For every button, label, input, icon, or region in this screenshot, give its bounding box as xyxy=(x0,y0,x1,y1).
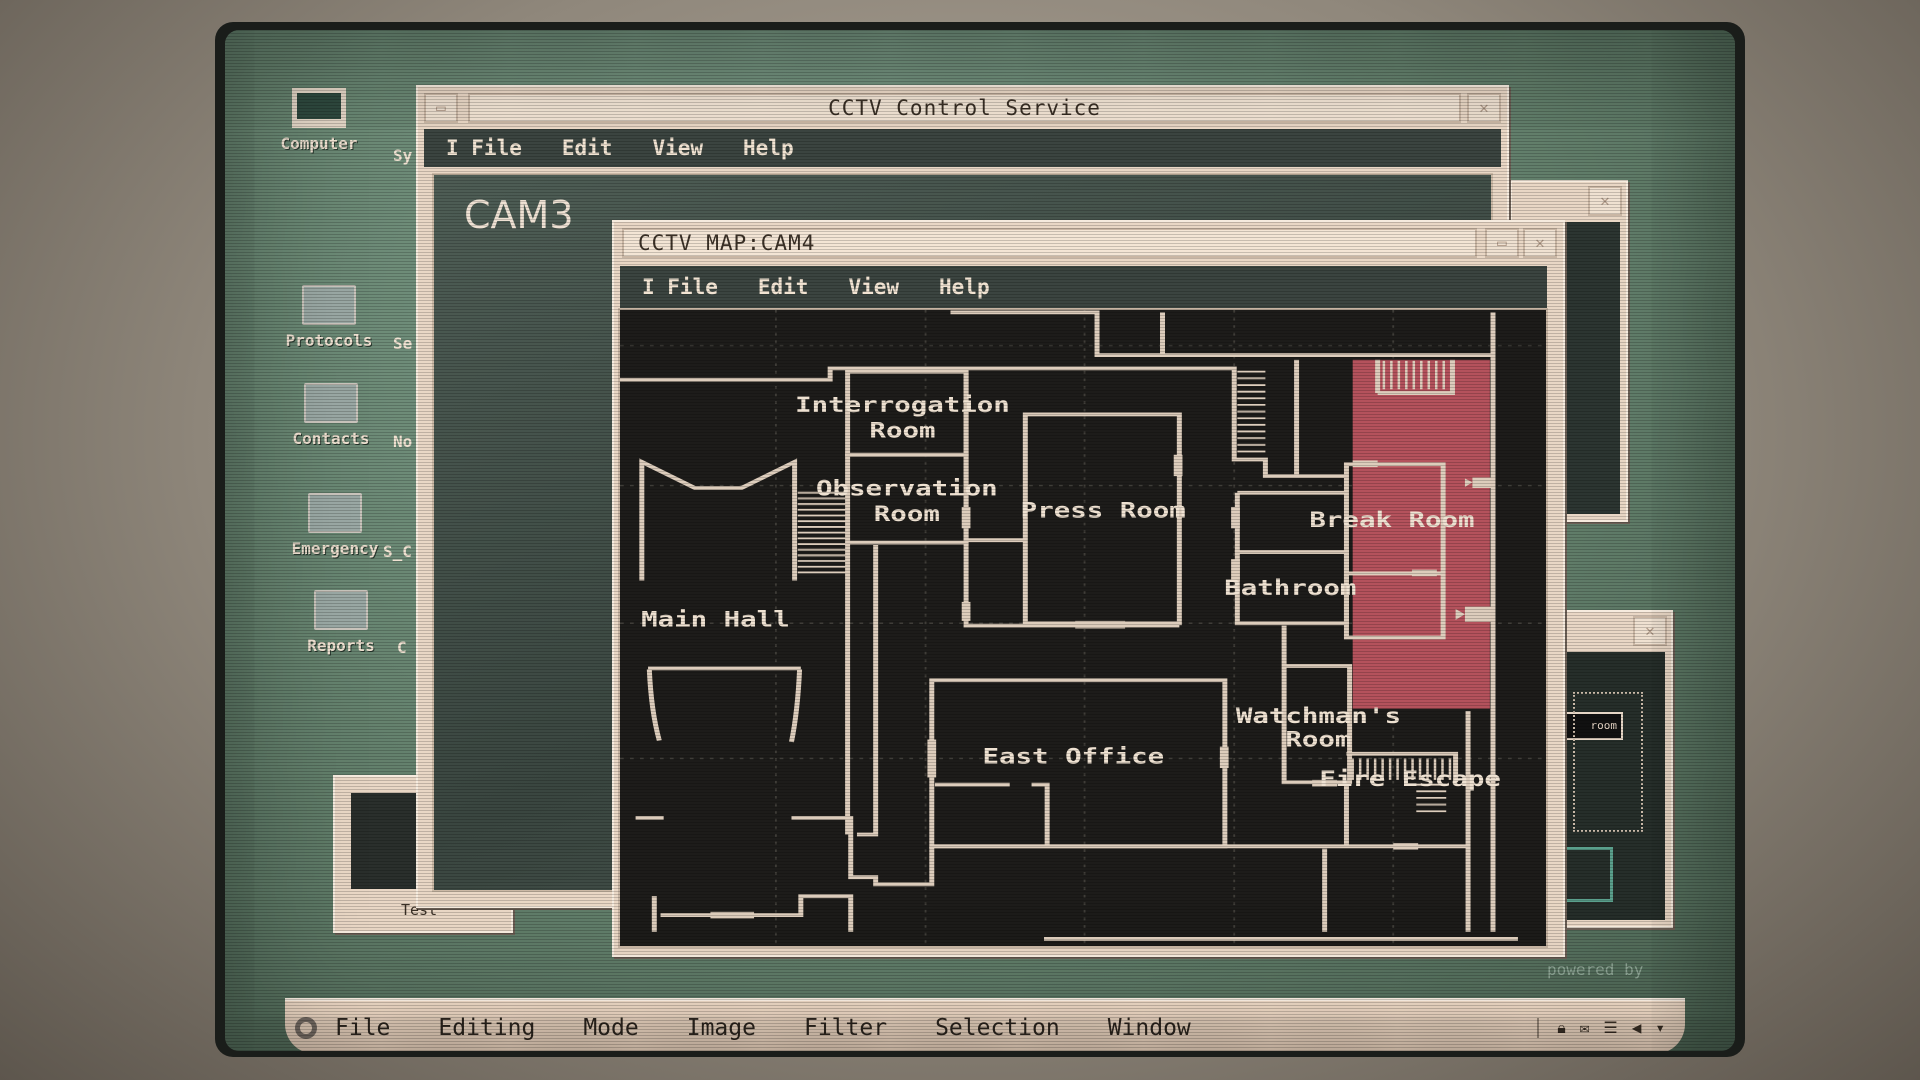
camera-icon[interactable] xyxy=(1464,477,1495,488)
menu-view[interactable]: View xyxy=(848,275,900,299)
cctv-map-window[interactable]: CCTV MAP:CAM4 ▭ ✕ I File Edit View Help xyxy=(612,220,1565,957)
desktop-icon-partial[interactable]: No xyxy=(393,432,413,451)
system-tray: 🔒︎ ✉ ☰ ◀ ▾ xyxy=(1537,1017,1665,1038)
start-icon[interactable] xyxy=(295,1016,317,1039)
camera-label: CAM3 xyxy=(464,193,574,237)
desktop-icon-partial[interactable]: S_C xyxy=(383,542,412,561)
desktop-icon-partial[interactable]: Se xyxy=(393,334,413,353)
folder-icon xyxy=(304,383,358,423)
close-icon[interactable]: ✕ xyxy=(1467,93,1501,123)
network-icon[interactable]: ☰ xyxy=(1603,1017,1618,1037)
room-label-interrogation[interactable]: Room xyxy=(869,418,935,443)
desktop: Computer Protocols Contacts Emergency Re… xyxy=(225,30,1735,1051)
lock-icon[interactable]: 🔒︎ xyxy=(1557,1017,1566,1037)
taskbar-window[interactable]: Window xyxy=(1107,1014,1191,1041)
taskbar-file[interactable]: File xyxy=(335,1014,391,1041)
room-label-bathroom[interactable]: Bathroom xyxy=(1224,575,1356,600)
volume-icon[interactable]: ◀ xyxy=(1631,1017,1642,1037)
minimize-icon[interactable]: ▭ xyxy=(1485,228,1519,258)
folder-icon xyxy=(314,590,368,630)
menu-view[interactable]: View xyxy=(652,136,704,160)
icon-label: Computer xyxy=(280,134,358,153)
room-label-interrogation[interactable]: Interrogation xyxy=(795,392,1010,417)
door-markers xyxy=(710,454,1437,919)
menu-edit[interactable]: Edit xyxy=(561,136,613,160)
floor-plan-svg: Interrogation Room Observation Room Pres… xyxy=(620,310,1546,946)
icon-label: Contacts xyxy=(292,429,370,448)
close-icon[interactable]: ✕ xyxy=(1588,186,1622,216)
taskbar-mode[interactable]: Mode xyxy=(583,1014,639,1041)
desktop-icon-partial[interactable]: C xyxy=(397,638,407,657)
menu-edit[interactable]: Edit xyxy=(757,275,809,299)
chevron-down-icon[interactable]: ▾ xyxy=(1655,1017,1665,1037)
desktop-icon-emergency[interactable]: Emergency xyxy=(275,493,395,558)
menu-help[interactable]: Help xyxy=(743,136,794,160)
desktop-icon-protocols[interactable]: Protocols xyxy=(269,285,389,350)
desktop-icon-partial[interactable]: Sy xyxy=(393,146,413,165)
room-label-observation[interactable]: Observation xyxy=(816,476,998,501)
mail-icon[interactable]: ✉ xyxy=(1579,1017,1590,1037)
window-title: CCTV MAP:CAM4 xyxy=(622,228,1477,258)
folder-icon xyxy=(302,285,356,325)
walls xyxy=(620,310,1518,941)
icon-label: Emergency xyxy=(291,539,379,558)
window-title: CCTV Control Service xyxy=(468,93,1461,123)
desktop-icon-reports[interactable]: Reports xyxy=(281,590,401,655)
room-label-watchmans-room[interactable]: Watchman's xyxy=(1236,703,1401,728)
room-label-east-office[interactable]: East Office xyxy=(983,744,1165,769)
taskbar: File Editing Mode Image Filter Selection… xyxy=(285,998,1685,1051)
taskbar-image[interactable]: Image xyxy=(686,1014,756,1041)
menu-file[interactable]: I File xyxy=(446,136,522,160)
taskbar-filter[interactable]: Filter xyxy=(803,1014,888,1041)
room-label-observation[interactable]: Room xyxy=(874,502,940,527)
dotted-outline xyxy=(1573,692,1643,832)
folder-icon xyxy=(308,493,362,533)
computer-icon xyxy=(292,88,346,128)
taskbar-selection[interactable]: Selection xyxy=(935,1014,1060,1041)
close-icon[interactable]: ✕ xyxy=(1523,228,1557,258)
menu-file[interactable]: I File xyxy=(642,275,718,299)
powered-by-label: powered by xyxy=(1547,960,1644,979)
close-icon[interactable]: ✕ xyxy=(1633,616,1667,646)
floor-map: Interrogation Room Observation Room Pres… xyxy=(618,308,1548,948)
icon-label: Protocols xyxy=(285,331,373,350)
menu-bar: I File Edit View Help xyxy=(424,129,1501,167)
desktop-icon-contacts[interactable]: Contacts xyxy=(271,383,391,448)
crt-screen: Computer Protocols Contacts Emergency Re… xyxy=(215,22,1745,1057)
room-label-main-hall[interactable]: Main Hall xyxy=(641,607,790,632)
menu-help[interactable]: Help xyxy=(939,275,990,299)
room-label-fire-escape[interactable]: Fire Escape xyxy=(1319,766,1501,791)
room-label-break-room[interactable]: Break Room xyxy=(1309,507,1474,532)
desktop-icon-computer[interactable]: Computer xyxy=(259,88,379,153)
highlighted-zone[interactable] xyxy=(1352,359,1490,709)
camera-icon[interactable] xyxy=(1455,606,1495,622)
room-label-press-room[interactable]: Press Room xyxy=(1021,498,1186,523)
taskbar-editing[interactable]: Editing xyxy=(438,1014,536,1041)
icon-label: Reports xyxy=(307,636,375,655)
minimize-icon[interactable]: ▭ xyxy=(424,93,458,123)
stairs xyxy=(797,360,1452,813)
menu-bar: I File Edit View Help xyxy=(620,266,1547,308)
room-label-watchmans-room[interactable]: Room xyxy=(1285,727,1351,752)
